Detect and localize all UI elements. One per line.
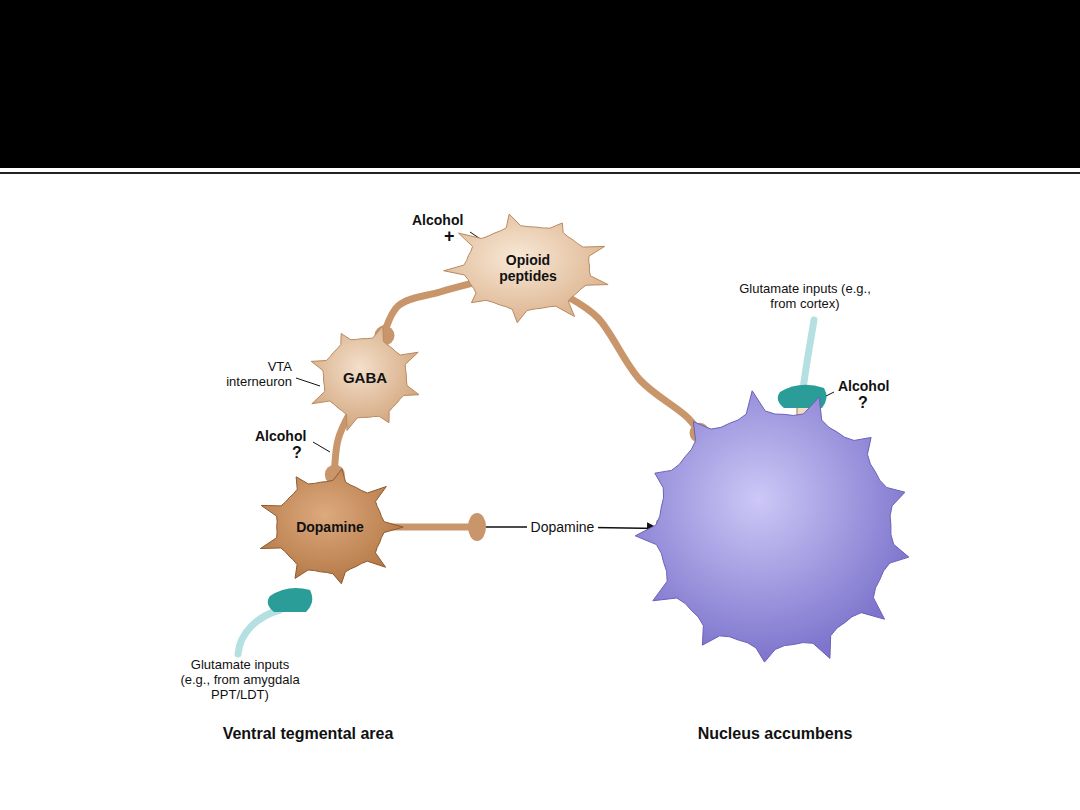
leader-line — [826, 392, 834, 396]
glutamate-axon — [238, 610, 280, 654]
axon-connector — [570, 298, 704, 438]
neuron-body — [311, 326, 419, 431]
opioid-neuron: Opioid peptides — [439, 209, 616, 327]
header-band — [0, 0, 1080, 168]
dopamine-neuron: Dopamine — [254, 462, 406, 592]
connector-group — [374, 284, 470, 346]
drug-label: Alcohol — [255, 428, 306, 444]
gaba-interneuron: GABA — [304, 320, 426, 436]
header-rule — [0, 172, 1080, 174]
axon-connector — [382, 284, 471, 342]
input-label: Glutamate inputs (e.g., from cortex) — [739, 282, 871, 312]
accumbens-neuron: Nucleus accumbens — [630, 385, 920, 675]
connector-group — [325, 414, 349, 484]
neuron-label: Opioid peptides — [488, 252, 568, 284]
connector-group — [570, 298, 709, 443]
glutamate-terminal — [268, 588, 313, 612]
glutamate-axon — [803, 320, 814, 390]
neuron-body — [444, 214, 608, 323]
axon-terminal — [468, 513, 486, 541]
effect-sign: ? — [858, 394, 868, 412]
input-label: Glutamate inputs (e.g., from amygdala PP… — [179, 658, 301, 703]
effect-sign: + — [444, 226, 455, 247]
leader-line — [313, 442, 330, 452]
edge-label: Dopamine — [527, 519, 599, 535]
region-label: Ventral tegmental area — [223, 725, 394, 743]
leader-line — [296, 378, 320, 386]
drug-label: Alcohol — [838, 378, 889, 394]
drug-label: Alcohol — [412, 212, 463, 228]
neuron-label: GABA — [343, 369, 387, 386]
neuron-body — [261, 469, 404, 584]
region-label: Nucleus accumbens — [698, 725, 853, 743]
neuron-body — [635, 391, 909, 662]
cell-label: VTA interneuron — [208, 360, 292, 390]
neuron-outline — [630, 385, 920, 675]
neuron-label: Dopamine — [296, 519, 364, 535]
effect-sign: ? — [292, 444, 302, 462]
